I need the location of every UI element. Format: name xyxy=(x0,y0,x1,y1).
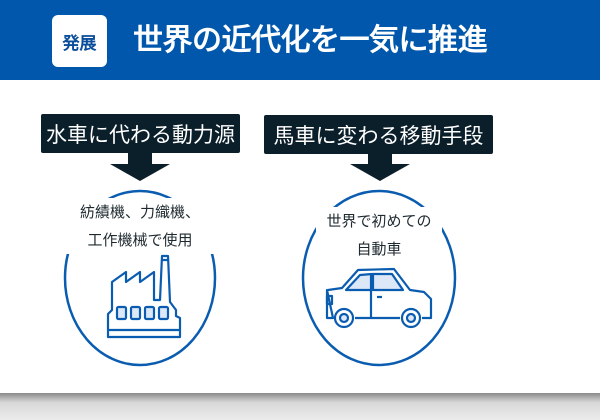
arrow-down-icon xyxy=(350,154,410,181)
caption-line: 工作機械で使用 xyxy=(87,231,193,249)
page-title: 世界の近代化を一気に推進 xyxy=(133,23,488,58)
circle-frame xyxy=(63,189,217,367)
right-caption: 世界で初めての 自動車 xyxy=(316,207,442,263)
caption-line: 自動車 xyxy=(356,240,402,258)
car-icon xyxy=(325,267,433,329)
header-banner: 発展 世界の近代化を一気に推進 xyxy=(0,0,600,80)
bottom-shadow xyxy=(0,393,600,420)
caption-line: 紡績機、力織機、 xyxy=(79,203,200,221)
right-heading-label: 馬車に変わる移動手段 xyxy=(264,115,493,154)
badge: 発展 xyxy=(52,15,107,67)
factory-icon xyxy=(106,254,182,339)
circle-frame xyxy=(301,189,457,367)
left-heading-label: 水車に代わる動力源 xyxy=(41,114,240,153)
caption-line: 世界で初めての xyxy=(326,212,432,230)
left-caption: 紡績機、力織機、 工作機械で使用 xyxy=(50,198,230,254)
arrow-down-icon xyxy=(110,153,170,181)
